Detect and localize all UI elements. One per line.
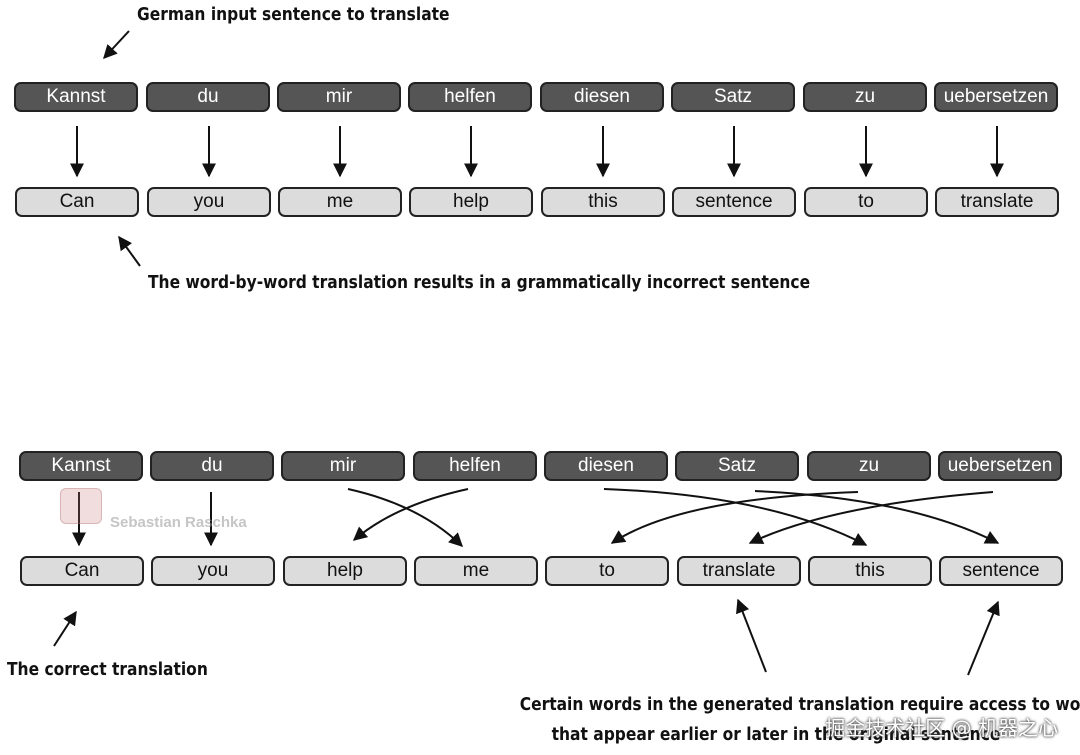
pointer-sentence [967, 600, 1000, 676]
section2-arrow-mir-me [347, 488, 464, 547]
row1-en-word-3: help [409, 187, 533, 217]
row1-de-word-6: zu [803, 82, 927, 112]
row2-de-word-0: Kannst [19, 451, 143, 481]
row1-en-word-7: translate [935, 187, 1059, 217]
row1-de-word-2: mir [277, 82, 401, 112]
note-word-by-word: The word-by-word translation results in … [148, 272, 811, 293]
section2-arrow-zu-to [610, 491, 859, 544]
pointer-word-by-word [118, 235, 141, 267]
row2-en-word-1: you [151, 556, 275, 586]
corner-watermark: 掘金技术社区 @ 机器之心 [825, 716, 1058, 740]
pointer-correct-translation [53, 610, 77, 647]
row2-de-word-4: diesen [544, 451, 668, 481]
row1-en-word-2: me [278, 187, 402, 217]
row2-en-word-7: sentence [939, 556, 1063, 586]
row1-de-word-4: diesen [540, 82, 664, 112]
row2-en-word-4: to [545, 556, 669, 586]
note-access-line1: Certain words in the generated translati… [519, 694, 1080, 715]
note-access-line2: that appear earlier or later in the orig… [551, 724, 1001, 745]
row2-en-word-2: help [283, 556, 407, 586]
row1-en-word-6: to [804, 187, 928, 217]
note-german-input: German input sentence to translate [137, 4, 450, 25]
row1-en-word-4: this [541, 187, 665, 217]
row2-en-word-0: Can [20, 556, 144, 586]
section2-arrow-satz-sentence [754, 490, 1000, 544]
row2-de-word-6: zu [807, 451, 931, 481]
row2-de-word-5: Satz [675, 451, 799, 481]
row2-de-word-1: du [150, 451, 274, 481]
row1-en-word-5: sentence [672, 187, 796, 217]
section2-arrow-helfen-help [352, 488, 469, 541]
row2-de-word-7: uebersetzen [938, 451, 1062, 481]
row1-de-word-5: Satz [671, 82, 795, 112]
watermark-text: Sebastian Raschka [110, 514, 247, 531]
row1-de-word-0: Kannst [14, 82, 138, 112]
row2-de-word-2: mir [281, 451, 405, 481]
row2-de-word-3: helfen [413, 451, 537, 481]
pointer-translate [736, 598, 767, 673]
row2-en-word-3: me [414, 556, 538, 586]
watermark-logo [60, 488, 102, 524]
row1-en-word-1: you [147, 187, 271, 217]
section2-arrow-uebersetzen-translate [748, 491, 994, 544]
pointer-german-input [103, 30, 130, 60]
note-correct-translation: The correct translation [7, 659, 208, 680]
row1-en-word-0: Can [15, 187, 139, 217]
row1-de-word-1: du [146, 82, 270, 112]
row2-en-word-5: translate [677, 556, 801, 586]
row1-de-word-3: helfen [408, 82, 532, 112]
row2-en-word-6: this [808, 556, 932, 586]
section2-arrow-diesen-this [603, 488, 868, 546]
row1-de-word-7: uebersetzen [934, 82, 1058, 112]
